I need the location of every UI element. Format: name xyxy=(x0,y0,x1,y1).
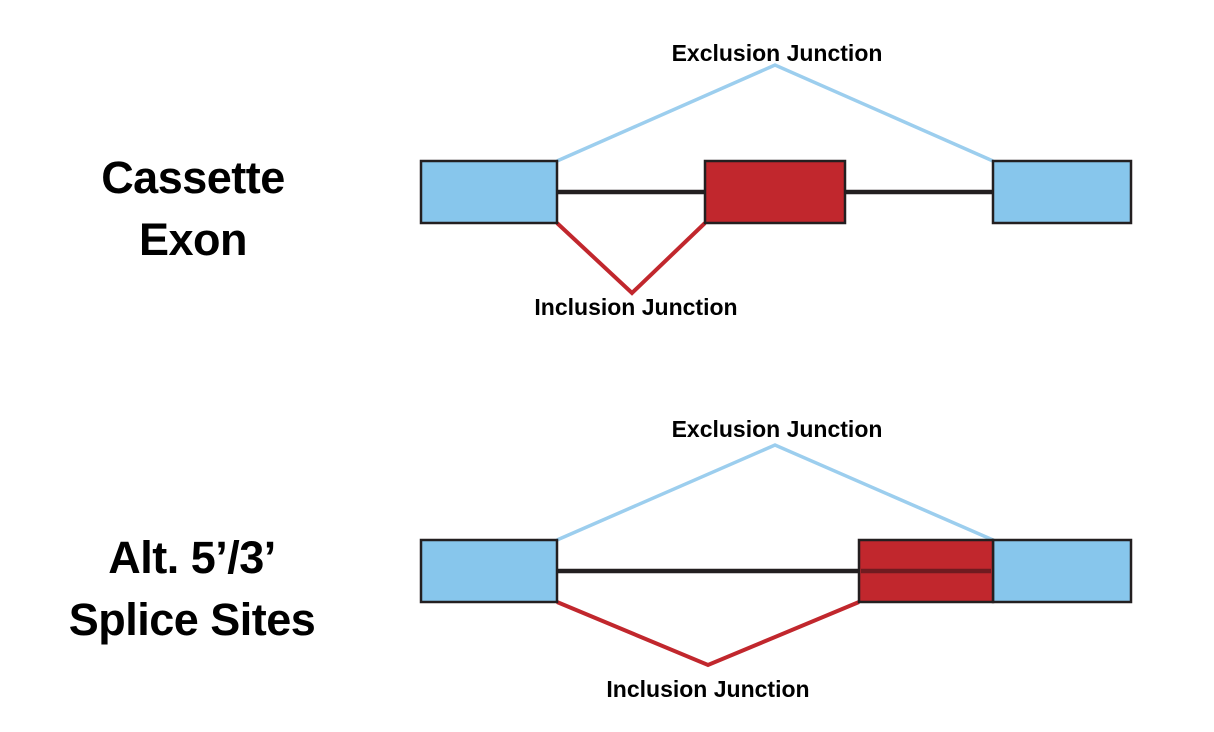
exon-left xyxy=(419,538,559,604)
inclusion-junction-label: Inclusion Junction xyxy=(534,294,737,320)
exon-right xyxy=(991,159,1133,225)
exclusion-junction-label: Exclusion Junction xyxy=(672,416,883,442)
exon-right xyxy=(991,538,1133,604)
section-alt-splice-sites: Alt. 5’/3’ Splice Sites Exclusion Juncti… xyxy=(69,416,1133,702)
inclusion-junction-line xyxy=(556,600,860,668)
section-title-line2: Splice Sites xyxy=(69,594,316,645)
exclusion-junction-line xyxy=(556,443,994,542)
section-title-line1: Cassette xyxy=(101,152,285,203)
exclusion-junction-line xyxy=(556,63,994,163)
inclusion-junction-line xyxy=(555,221,707,296)
section-title-line2: Exon xyxy=(139,214,247,265)
section-title-line1: Alt. 5’/3’ xyxy=(108,532,276,583)
cassette-exon-alt xyxy=(703,159,847,225)
inclusion-junction-label: Inclusion Junction xyxy=(606,676,809,702)
section-cassette-exon: Cassette Exon Exclusion Junction Inclusi… xyxy=(101,40,1133,320)
exclusion-junction-label: Exclusion Junction xyxy=(672,40,883,66)
exon-left xyxy=(419,159,559,225)
